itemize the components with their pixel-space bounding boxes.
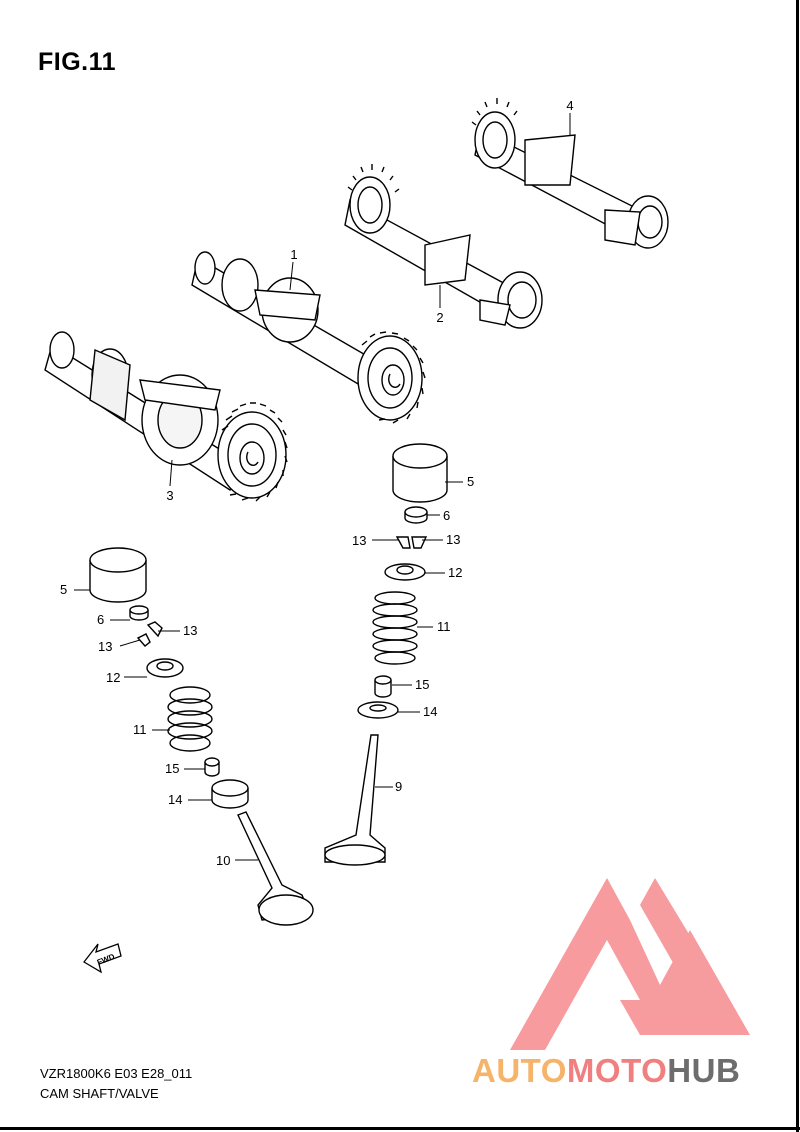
camshaft-1 [191, 251, 426, 424]
callout-14-left: 14 [168, 792, 182, 807]
watermark-logo [510, 878, 750, 1050]
brand-part-2: MOTO [566, 1052, 668, 1089]
brand-part-1: AUTO [472, 1052, 567, 1089]
callout-5-left: 5 [60, 582, 67, 597]
gear-teeth [221, 402, 288, 502]
callout-numbers: 1 2 3 4 5 5 6 6 13 13 13 13 12 12 11 11 … [60, 98, 574, 868]
diagram-code: VZR1800K6 E03 E28_011 [40, 1066, 193, 1081]
callout-15-left: 15 [165, 761, 179, 776]
callout-2: 2 [436, 310, 443, 325]
callout-9: 9 [395, 779, 402, 794]
callout-14-right: 14 [423, 704, 437, 719]
leader-lines [74, 113, 571, 861]
callout-3: 3 [166, 488, 173, 503]
fwd-arrow-icon: FWD [83, 943, 122, 974]
camshaft-2 [344, 164, 543, 329]
callout-4: 4 [566, 98, 573, 113]
page-border-bottom [0, 1127, 800, 1130]
callout-15-right: 15 [415, 677, 429, 692]
callout-12-right: 12 [448, 565, 462, 580]
callout-6-right: 6 [443, 508, 450, 523]
camshaft-4 [471, 98, 669, 249]
callout-5-right: 5 [467, 474, 474, 489]
brand-logo-text: AUTOMOTOHUB [472, 1052, 740, 1090]
page-border-right [796, 0, 799, 1132]
right-valve-assembly [324, 443, 448, 866]
figure-title: FIG.11 [38, 48, 117, 76]
callout-11-left: 11 [133, 722, 147, 737]
callout-13-left-b: 13 [98, 639, 112, 654]
callout-11-right: 11 [437, 619, 451, 634]
callout-13-right-a: 13 [352, 533, 366, 548]
camshaft-3 [44, 331, 288, 502]
callout-12-left: 12 [106, 670, 120, 685]
callout-6-left: 6 [97, 612, 104, 627]
callout-13-right-b: 13 [446, 532, 460, 547]
callout-10: 10 [216, 853, 230, 868]
left-valve-assembly [89, 547, 314, 926]
callout-13-left-a: 13 [183, 623, 197, 638]
brand-part-3: HUB [667, 1052, 741, 1089]
callout-1: 1 [290, 247, 297, 262]
diagram-caption: CAM SHAFT/VALVE [40, 1086, 159, 1101]
